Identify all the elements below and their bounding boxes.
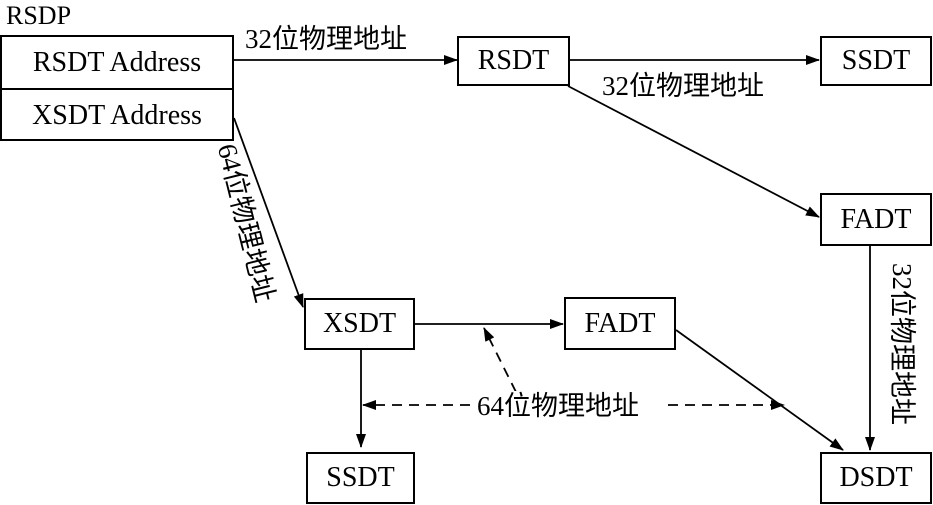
ssdt-bottom-box: SSDT <box>306 452 415 504</box>
label-rsdt-to-tables: 32位物理地址 <box>602 71 764 101</box>
fadt-mid-box: FADT <box>564 297 676 350</box>
label-xsdt-to-dsdt: 64位物理地址 <box>474 391 642 421</box>
xsdt-address-row: XSDT Address <box>32 99 202 131</box>
arrow-fadt-to-dsdt <box>675 329 844 451</box>
xsdt-box: XSDT <box>304 298 415 350</box>
arrow-rsdp-to-xsdt <box>233 117 304 308</box>
dsdt-box: DSDT <box>820 452 932 504</box>
label-rsdp-to-rsdt: 32位物理地址 <box>245 24 407 54</box>
arrow-rsdt-to-fadt <box>567 85 820 218</box>
rsdt-box: RSDT <box>457 36 570 86</box>
label-fadt-to-dsdt: 32位物理地址 <box>887 263 917 425</box>
ssdt-top-box: SSDT <box>820 36 932 86</box>
dashed-arrow-up <box>483 327 517 393</box>
rsdp-structure: RSDT Address XSDT Address <box>0 35 234 141</box>
rsdp-title: RSDP <box>6 1 72 30</box>
rsdt-address-row: RSDT Address <box>2 37 232 90</box>
fadt-right-box: FADT <box>820 193 932 246</box>
